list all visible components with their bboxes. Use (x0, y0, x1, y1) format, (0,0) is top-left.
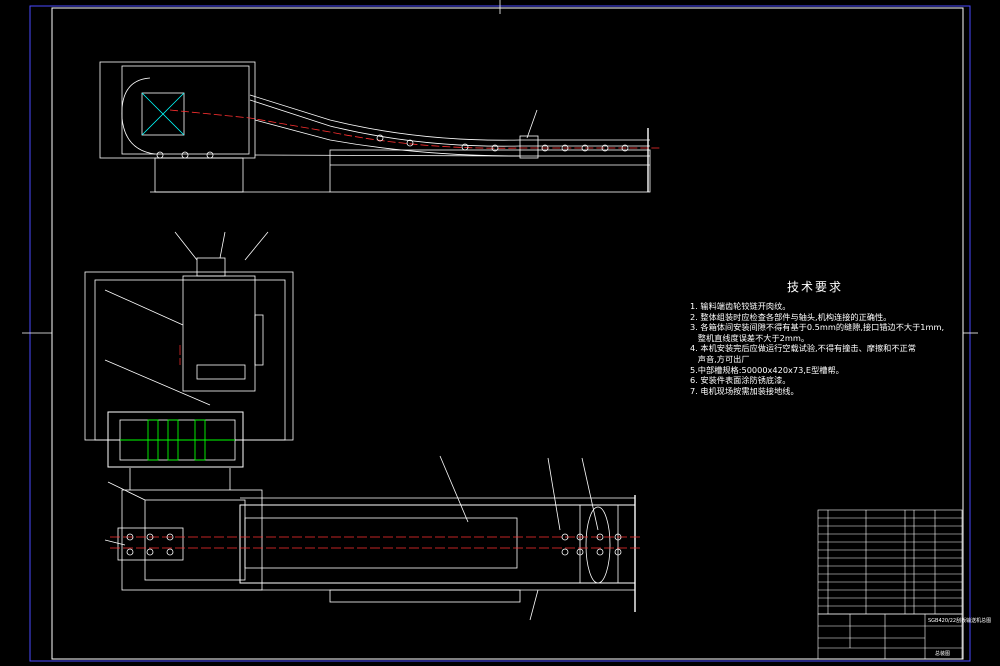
requirement-6: 6. 安装件表面涂防锈底漆。 (690, 375, 791, 386)
plan-view (84, 231, 636, 621)
elevation-centerline (169, 109, 660, 149)
requirement-4: 4. 本机安装完后应做运行空载试验,不得有撞击、摩擦和不正常 (690, 343, 916, 354)
requirement-2: 2. 整体组装时应检查各部件与轴头,机构连接的正确性。 (690, 311, 892, 322)
requirement-3-cont: 整机直线度误差不大于2mm。 (690, 332, 810, 343)
technical-requirements-title: 技术要求 (786, 280, 843, 294)
chain-dots-elevation (156, 134, 629, 159)
elevation-view (99, 61, 651, 193)
requirement-1: 1. 输料端齿轮铰链开肉纹。 (690, 301, 791, 311)
gearbox (107, 411, 244, 468)
motor (182, 275, 256, 392)
trough (239, 504, 636, 584)
requirement-5: 5.中部槽规格:50000x420x73,E型槽帮。 (690, 364, 844, 375)
parts-list-table (817, 509, 963, 615)
technical-requirements: 技术要求 1. 输料端齿轮铰链开肉纹。 2. 整体组装时应检查各部件与轴头,机构… (690, 278, 945, 396)
requirement-7: 7. 电机现场按需加装接地线。 (690, 385, 799, 396)
chain-links-plan (126, 533, 622, 556)
title-block (817, 613, 963, 660)
sheet-label: 总装图 (935, 651, 951, 657)
requirement-4-cont: 声音,方可出厂 (690, 353, 750, 364)
inner-frame (51, 7, 964, 660)
plan-centerlines (110, 345, 640, 549)
drawing-title: SGB420/22刮板输送机总图 (928, 618, 992, 624)
requirement-3: 3. 各箱体间安装间隙不得有基于0.5mm的缝隙,接口错边不大于1mm, (690, 322, 945, 333)
gearbox-detail (120, 419, 235, 461)
